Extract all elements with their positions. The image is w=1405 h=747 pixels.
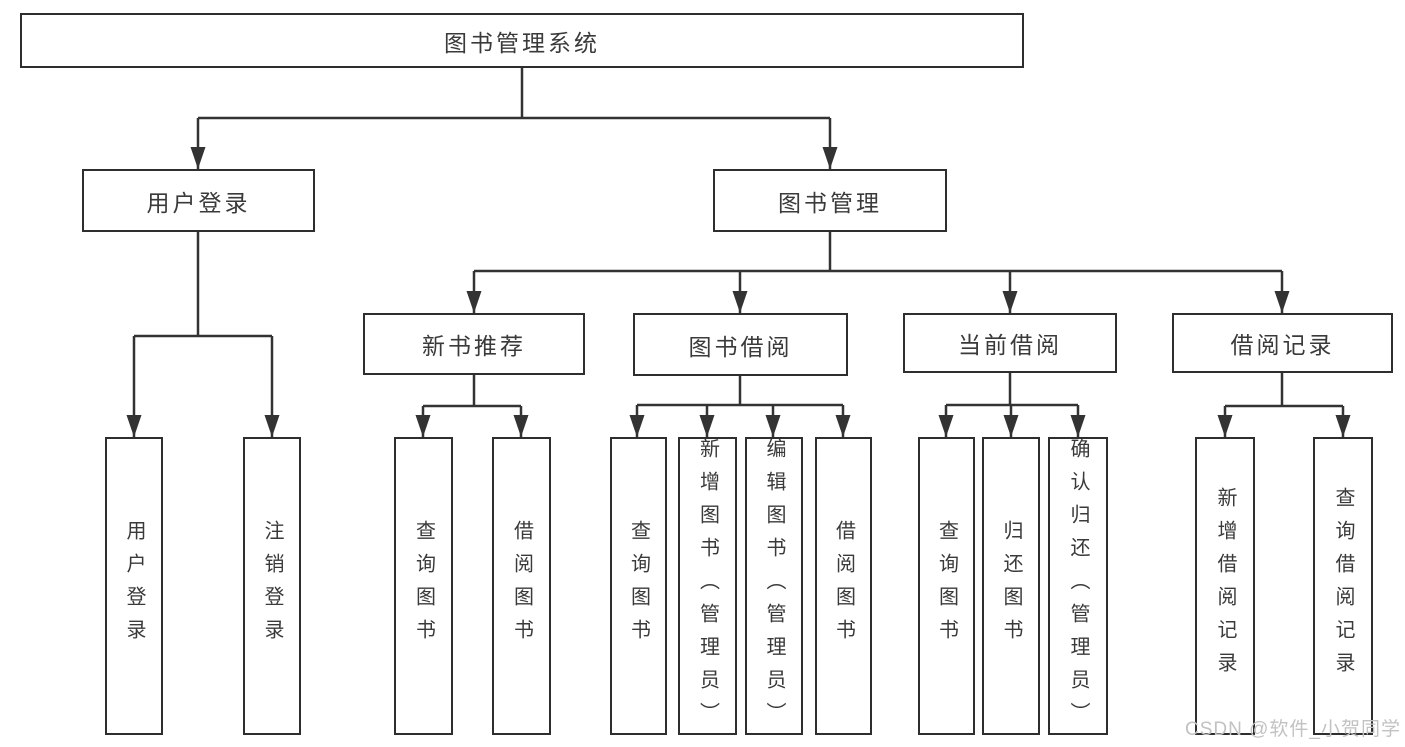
leaf-confirm-return-admin: 确认归还（管理员） xyxy=(1048,437,1108,735)
node-book-borrow: 图书借阅 xyxy=(633,313,848,376)
leaf-add-borrow-record: 新增借阅记录 xyxy=(1195,437,1255,735)
leaf-query-books-1-label: 查询图书 xyxy=(412,520,435,652)
leaf-query-books-1: 查询图书 xyxy=(394,437,453,735)
leaf-user-login: 用户登录 xyxy=(105,437,163,735)
leaf-borrow-books-1-label: 借阅图书 xyxy=(510,520,533,652)
leaf-user-login-label: 用户登录 xyxy=(123,520,145,652)
leaf-query-borrow-record-label: 查询借阅记录 xyxy=(1332,487,1354,685)
node-book-management: 图书管理 xyxy=(713,169,947,232)
node-new-book-recommend-label: 新书推荐 xyxy=(422,333,526,359)
leaf-borrow-books-2-label: 借阅图书 xyxy=(832,520,855,652)
leaf-query-borrow-record: 查询借阅记录 xyxy=(1313,437,1373,735)
leaf-edit-book-admin-label: 编辑图书（管理员） xyxy=(763,437,785,735)
node-user-login: 用户登录 xyxy=(82,169,315,232)
node-new-book-recommend: 新书推荐 xyxy=(363,313,585,375)
leaf-edit-book-admin: 编辑图书（管理员） xyxy=(745,437,803,735)
leaf-logout: 注销登录 xyxy=(243,437,301,735)
leaf-add-borrow-record-label: 新增借阅记录 xyxy=(1214,487,1236,685)
node-current-borrow-label: 当前借阅 xyxy=(958,332,1062,358)
leaf-add-book-admin: 新增图书（管理员） xyxy=(678,437,737,735)
csdn-watermark: CSDN @软件_小贺同学 xyxy=(1185,719,1401,740)
node-current-borrow: 当前借阅 xyxy=(903,313,1117,373)
leaf-return-book-label: 归还图书 xyxy=(1000,520,1022,652)
leaf-confirm-return-admin-label: 确认归还（管理员） xyxy=(1067,437,1089,735)
leaf-return-book: 归还图书 xyxy=(982,437,1040,735)
leaf-query-books-3: 查询图书 xyxy=(918,437,975,735)
node-library-system: 图书管理系统 xyxy=(20,13,1024,68)
node-library-system-label: 图书管理系统 xyxy=(444,29,600,56)
node-user-login-label: 用户登录 xyxy=(146,189,251,216)
node-borrow-records-label: 借阅记录 xyxy=(1230,332,1335,358)
node-book-management-label: 图书管理 xyxy=(778,189,882,216)
leaf-borrow-books-2: 借阅图书 xyxy=(815,437,872,735)
leaf-query-books-2-label: 查询图书 xyxy=(627,520,650,652)
leaf-query-books-2: 查询图书 xyxy=(610,437,667,735)
node-borrow-records: 借阅记录 xyxy=(1172,313,1393,373)
leaf-borrow-books-1: 借阅图书 xyxy=(492,437,551,735)
node-book-borrow-label: 图书借阅 xyxy=(688,333,793,360)
leaf-add-book-admin-label: 新增图书（管理员） xyxy=(696,437,719,735)
leaf-logout-label: 注销登录 xyxy=(261,520,283,652)
leaf-query-books-3-label: 查询图书 xyxy=(935,520,958,652)
